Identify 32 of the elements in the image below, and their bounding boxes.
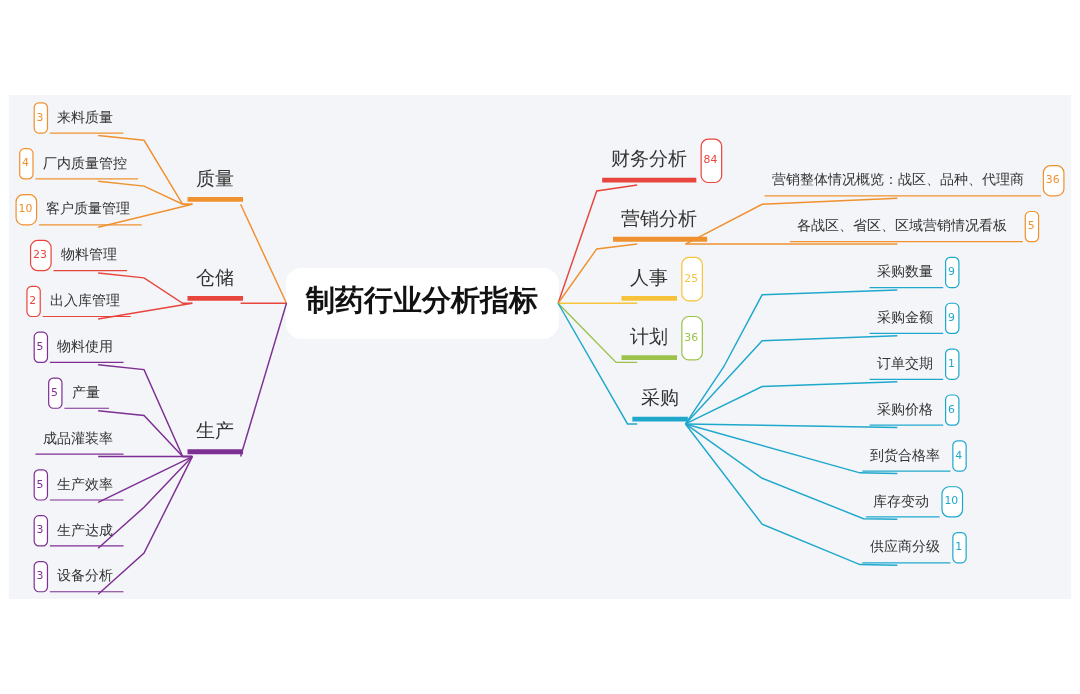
connector — [557, 184, 638, 304]
connector — [97, 203, 194, 228]
connector — [684, 335, 899, 425]
connector — [97, 302, 194, 320]
connector — [684, 423, 899, 566]
connector — [97, 455, 194, 504]
node-text: 成品灌装率 — [42, 429, 113, 446]
node-text: 生产 — [195, 419, 234, 442]
connector — [97, 409, 194, 458]
connector — [97, 455, 194, 458]
connector — [239, 203, 288, 304]
node-text: 仓储 — [195, 265, 234, 289]
connector — [684, 423, 899, 521]
connector — [557, 302, 638, 304]
connector — [684, 289, 899, 425]
connector — [239, 302, 288, 458]
connector — [239, 302, 288, 304]
node-text: 质量 — [195, 166, 234, 190]
connector — [557, 302, 638, 364]
connector — [97, 455, 194, 595]
connector — [97, 455, 194, 550]
connector — [684, 381, 899, 425]
connector — [684, 243, 899, 245]
node-text: 营销分析 — [621, 206, 698, 230]
connector — [684, 197, 899, 245]
connector — [97, 364, 194, 458]
connector — [557, 243, 638, 304]
node-text: 采购 — [640, 386, 679, 410]
connector — [684, 423, 899, 429]
node-box: 制药行业分析指标 — [285, 267, 559, 339]
connector — [684, 423, 899, 475]
connector — [557, 302, 638, 425]
